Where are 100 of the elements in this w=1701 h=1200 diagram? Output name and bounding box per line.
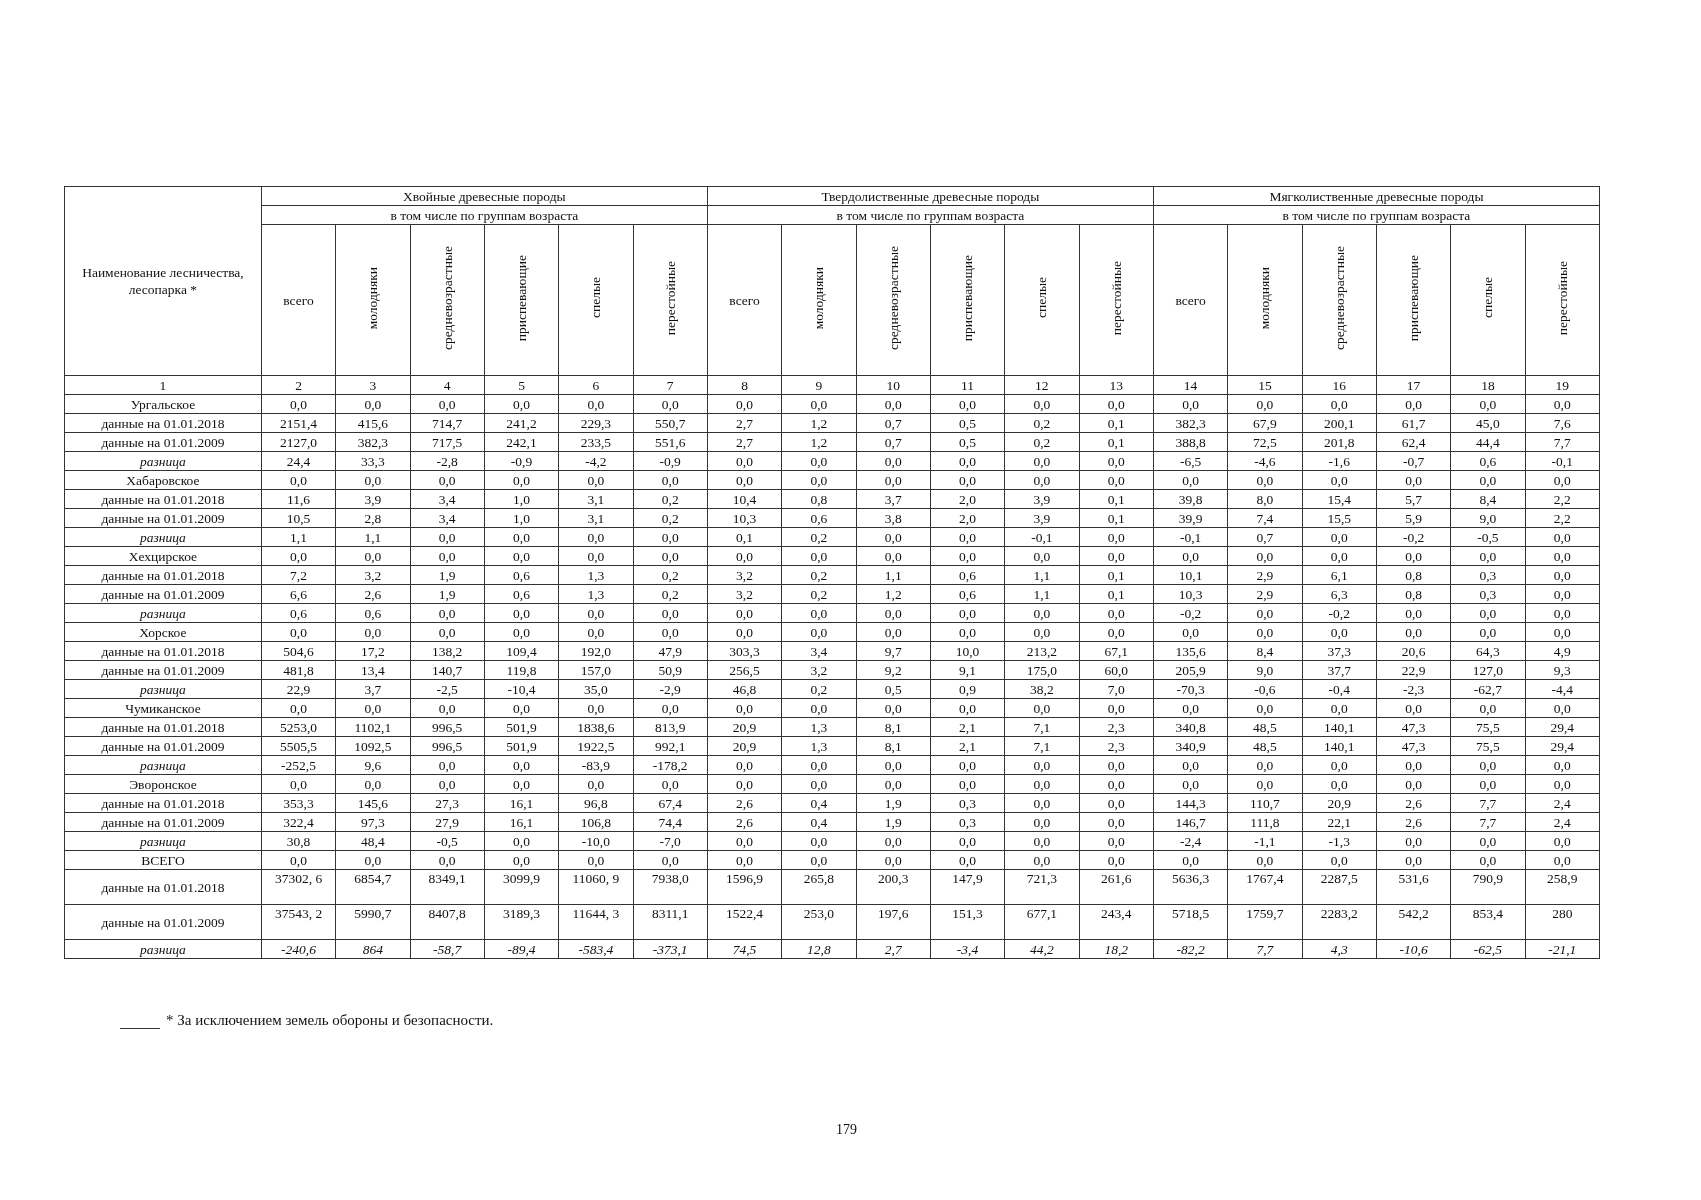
table-cell: 2127,0: [261, 432, 336, 452]
table-cell: 0,6: [781, 508, 857, 528]
table-cell: 39,8: [1153, 489, 1228, 509]
table-cell: 0,0: [781, 394, 857, 414]
table-cell: 9,7: [856, 641, 931, 661]
table-cell: 864: [335, 939, 410, 959]
table-cell: -0,2: [1376, 527, 1451, 547]
table-cell: 0,0: [558, 698, 633, 718]
table-cell: 2,3: [1079, 717, 1154, 737]
table-cell: 0,0: [1450, 394, 1526, 414]
row-header: данные на 01.01.2009: [64, 736, 262, 756]
table-cell: 0,0: [1302, 774, 1377, 794]
table-cell: 37,3: [1302, 641, 1377, 661]
table-cell: 0,1: [1079, 413, 1154, 433]
table-cell: 0,0: [1450, 546, 1526, 566]
table-cell: 481,8: [261, 660, 336, 680]
column-header: молодняки: [810, 266, 828, 330]
table-cell: 2,6: [707, 793, 782, 813]
table-cell: 2,0: [930, 489, 1005, 509]
table-cell: 0,0: [1302, 470, 1377, 490]
row-header: ВСЕГО: [64, 850, 262, 870]
column-number: 5: [484, 375, 559, 395]
table-cell: 0,0: [1450, 850, 1526, 870]
table-cell: 10,3: [707, 508, 782, 528]
table-cell: 233,5: [558, 432, 633, 452]
table-cell: 0,0: [1376, 622, 1451, 642]
table-cell: 2287,5: [1302, 869, 1377, 905]
table-cell: 0,0: [1079, 527, 1154, 547]
table-cell: 37,7: [1302, 660, 1377, 680]
table-cell: 1,2: [856, 584, 931, 604]
table-cell: 1,9: [410, 565, 485, 585]
table-cell: 265,8: [781, 869, 857, 905]
table-cell: -4,2: [558, 451, 633, 471]
table-cell: 75,5: [1450, 717, 1526, 737]
table-cell: 2,7: [856, 939, 931, 959]
column-header: в том числе по группам возраста: [707, 205, 1154, 225]
table-cell: 1,2: [781, 413, 857, 433]
table-cell: 8,1: [856, 736, 931, 756]
table-cell: 7,4: [1227, 508, 1303, 528]
table-cell: 157,0: [558, 660, 633, 680]
table-cell: 5505,5: [261, 736, 336, 756]
table-cell: 8,4: [1450, 489, 1526, 509]
table-cell: 0,0: [1525, 527, 1600, 547]
column-header: молодняки: [1256, 266, 1274, 330]
table-cell: 0,0: [1004, 394, 1080, 414]
table-cell: 0,0: [1227, 394, 1303, 414]
table-cell: 3,7: [856, 489, 931, 509]
table-cell: 0,0: [1004, 470, 1080, 490]
table-cell: 3,4: [410, 489, 485, 509]
table-cell: 0,9: [930, 679, 1005, 699]
table-cell: 0,0: [410, 774, 485, 794]
table-cell: 0,0: [484, 698, 559, 718]
table-cell: 9,6: [335, 755, 410, 775]
table-cell: 0,0: [1376, 774, 1451, 794]
table-cell: 35,0: [558, 679, 633, 699]
column-number: 13: [1079, 375, 1154, 395]
column-header: приспевающие: [513, 254, 530, 342]
table-cell: 5,7: [1376, 489, 1451, 509]
table-cell: 20,9: [707, 717, 782, 737]
table-cell: -0,9: [484, 451, 559, 471]
table-cell: 74,4: [633, 812, 708, 832]
table-cell: 10,4: [707, 489, 782, 509]
table-cell: 0,0: [1004, 774, 1080, 794]
table-cell: 0,0: [1525, 470, 1600, 490]
table-cell: 0,1: [707, 527, 782, 547]
table-cell: 0,0: [1153, 774, 1228, 794]
table-cell: 0,0: [781, 850, 857, 870]
table-cell: 8,1: [856, 717, 931, 737]
table-cell: 353,3: [261, 793, 336, 813]
table-cell: 0,0: [1079, 546, 1154, 566]
table-cell: 96,8: [558, 793, 633, 813]
table-cell: 0,0: [335, 470, 410, 490]
table-cell: 241,2: [484, 413, 559, 433]
table-cell: 0,6: [484, 565, 559, 585]
table-cell: 0,0: [1302, 546, 1377, 566]
table-cell: 253,0: [781, 904, 857, 940]
table-cell: 0,0: [707, 622, 782, 642]
table-cell: 4,9: [1525, 641, 1600, 661]
table-cell: 303,3: [707, 641, 782, 661]
table-cell: 0,0: [1525, 622, 1600, 642]
table-cell: 0,2: [633, 565, 708, 585]
table-cell: 9,0: [1450, 508, 1526, 528]
row-header: Ургальское: [64, 394, 262, 414]
row-header: данные на 01.01.2018: [64, 793, 262, 813]
table-cell: 0,0: [261, 546, 336, 566]
table-cell: 3,4: [410, 508, 485, 528]
table-cell: 0,0: [707, 470, 782, 490]
column-header: Хвойные древесные породы: [261, 186, 708, 206]
table-cell: 7,1: [1004, 717, 1080, 737]
table-cell: 0,0: [335, 850, 410, 870]
table-cell: 0,0: [410, 394, 485, 414]
table-cell: 106,8: [558, 812, 633, 832]
table-cell: -10,0: [558, 831, 633, 851]
table-cell: 0,0: [1525, 755, 1600, 775]
table-cell: 0,6: [1450, 451, 1526, 471]
table-cell: 0,0: [633, 470, 708, 490]
table-cell: 138,2: [410, 641, 485, 661]
table-cell: 813,9: [633, 717, 708, 737]
table-cell: 1,9: [856, 793, 931, 813]
table-cell: 0,6: [261, 603, 336, 623]
